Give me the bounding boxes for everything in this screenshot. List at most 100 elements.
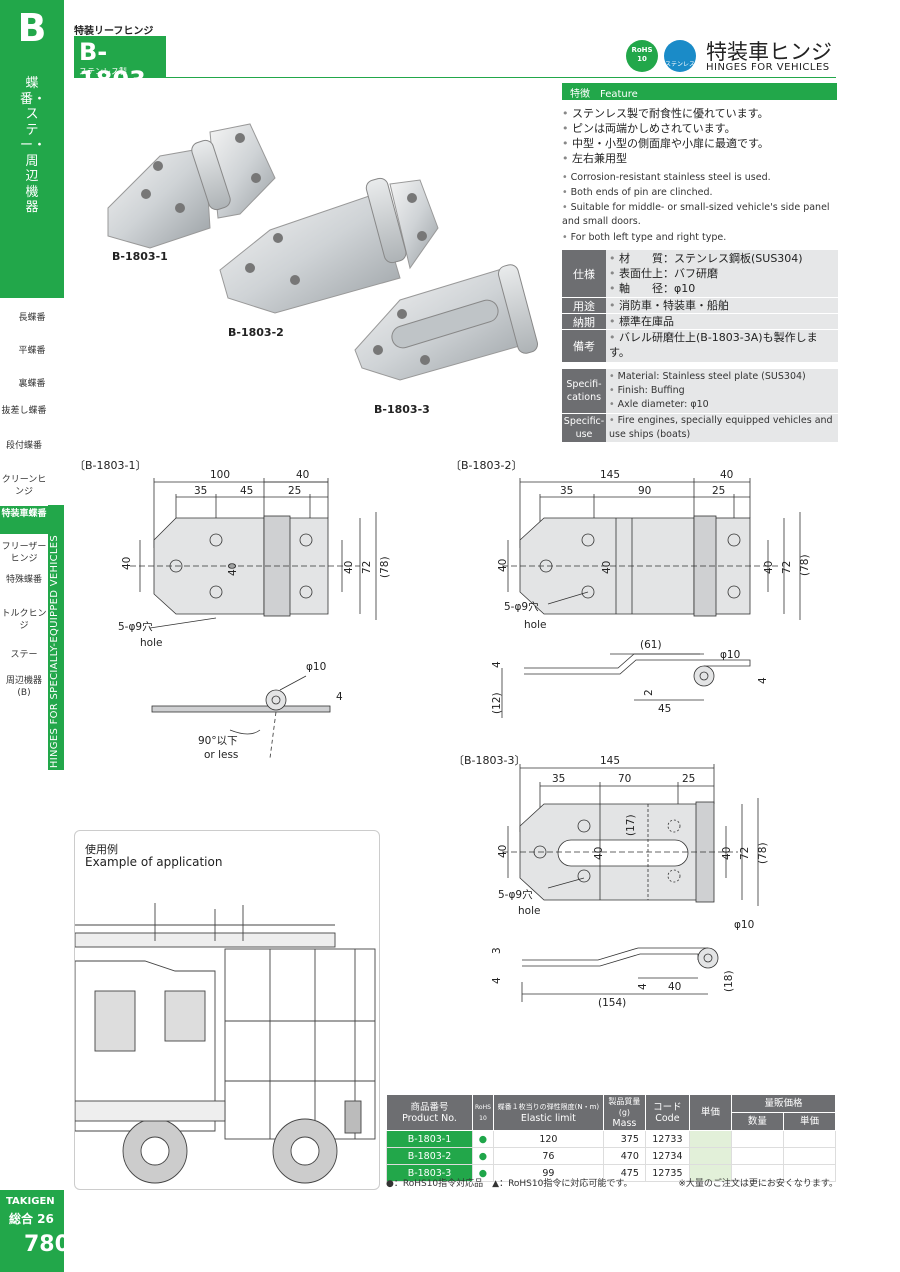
- hinge-3-photo: [354, 264, 539, 381]
- spec-values-en: • Material: Stainless steel plate (SUS30…: [606, 369, 838, 413]
- sidebar-item-long-hinge[interactable]: 長蝶番: [18, 313, 46, 323]
- hinge-2-photo: [219, 177, 439, 314]
- svg-text:35: 35: [194, 485, 207, 497]
- sidebar-item-flat-hinge[interactable]: 平蝶番: [18, 346, 46, 356]
- svg-text:2: 2: [643, 689, 655, 696]
- header-divider: [166, 77, 836, 78]
- svg-text:5-φ9穴: 5-φ9穴: [498, 888, 533, 901]
- svg-text:90: 90: [638, 485, 651, 497]
- product-photos: [107, 123, 539, 381]
- sidebar-item-peripherals[interactable]: 周辺機器(B): [5, 676, 42, 698]
- spec-label: 仕様: [562, 250, 606, 297]
- example-subtitle: Example of application: [85, 855, 223, 869]
- sidebar-item-vehicle-hinge[interactable]: 特装車蝶番: [0, 506, 48, 534]
- svg-text:(78): (78): [799, 554, 811, 576]
- svg-text:5-φ9穴: 5-φ9穴: [118, 620, 153, 633]
- feature-jp-2: • ピンは両端かしめされています。: [562, 122, 736, 135]
- svg-text:35: 35: [560, 485, 573, 497]
- svg-text:φ10: φ10: [720, 649, 740, 661]
- svg-text:4: 4: [491, 661, 503, 668]
- svg-text:hole: hole: [524, 619, 546, 631]
- svg-text:145: 145: [600, 469, 620, 481]
- svg-text:(78): (78): [379, 556, 391, 578]
- col-price: 単価: [688, 1094, 732, 1131]
- svg-text:hole: hole: [518, 905, 540, 917]
- sidebar-item-torque-hinge[interactable]: トルクヒンジ: [1, 609, 47, 631]
- drawing-1-title: 〔B-1803-1〕: [74, 459, 147, 472]
- svg-text:40: 40: [227, 563, 239, 576]
- table-footnote: ●：RoHS10指令対応品 ▲：RoHS10指令に対応可能です。 ※大量のご注文…: [386, 1179, 838, 1189]
- svg-text:(17): (17): [625, 814, 637, 836]
- drawing-3: 145 35 70 25 40 40 (17) 40 72 (78) 5-φ9穴…: [491, 755, 769, 1009]
- svg-text:φ10: φ10: [306, 661, 326, 673]
- usage-value: • 消防車・特装車・船舶: [606, 298, 838, 313]
- svg-text:(61): (61): [640, 639, 662, 651]
- sidebar-item-freezer-hinge[interactable]: フリーザーヒンジ: [1, 542, 47, 564]
- drawing-3-title: 〔B-1803-3〕: [453, 754, 526, 767]
- svg-text:25: 25: [682, 773, 695, 785]
- product-label-3: B-1803-3: [374, 403, 430, 416]
- sidebar-item-special-hinge[interactable]: 特殊蝶番: [5, 575, 42, 585]
- svg-text:or less: or less: [204, 749, 238, 761]
- catalog-number: 総合 26: [9, 1212, 54, 1226]
- page-number: 780: [24, 1232, 70, 1257]
- product-label-2: B-1803-2: [228, 326, 284, 339]
- col-unit: 単価: [782, 1112, 837, 1131]
- sidebar-item-stay[interactable]: ステー: [10, 650, 38, 660]
- svg-text:40: 40: [121, 557, 133, 570]
- sidebar-item-step-hinge[interactable]: 段付蝶番: [5, 441, 42, 451]
- table-row: B-1803-1 ● 120 375 12733: [386, 1130, 837, 1148]
- feature-en-3: • Suitable for middle- or small-sized ve…: [562, 202, 830, 227]
- page-title: 特装車ヒンジ: [706, 40, 832, 64]
- svg-text:(78): (78): [757, 842, 769, 864]
- svg-text:145: 145: [600, 755, 620, 767]
- svg-text:72: 72: [781, 561, 793, 574]
- sidebar-item-back-hinge[interactable]: 裏蝶番: [18, 379, 46, 389]
- model-number: B-1803: [79, 38, 146, 94]
- rohs-badge-icon: RoHS 10: [626, 40, 658, 72]
- brand-name: TAKIGEN: [6, 1196, 55, 1207]
- product-label-1: B-1803-1: [112, 250, 168, 263]
- delivery-label: 納期: [562, 314, 606, 329]
- svg-text:100: 100: [210, 469, 230, 481]
- table-row: B-1803-2 ● 76 470 12734: [386, 1147, 837, 1165]
- sidebar-item-lift-off-hinge[interactable]: 抜差し蝶番: [1, 406, 47, 416]
- svg-text:40: 40: [296, 469, 309, 481]
- spec-label-en: Specifi-cations: [562, 369, 606, 413]
- category-title: 蝶番・ステー・周辺機器: [20, 76, 47, 215]
- sidebar-item-clean-hinge[interactable]: クリーンヒンジ: [1, 475, 47, 497]
- svg-text:40: 40: [343, 561, 355, 574]
- svg-text:(18): (18): [723, 970, 735, 992]
- feature-jp-1: • ステンレス製で耐食性に優れています。: [562, 107, 769, 120]
- table-row: B-1803-3 ● 99 475 12735: [386, 1164, 837, 1182]
- col-rohs: RoHS 10: [472, 1094, 494, 1131]
- svg-text:45: 45: [240, 485, 253, 497]
- svg-text:hole: hole: [140, 637, 162, 649]
- application-example: 使用例 Example of application: [74, 830, 380, 1190]
- svg-text:25: 25: [712, 485, 725, 497]
- remarks-label: 備考: [562, 330, 606, 362]
- material-note: ステンレス製: [79, 67, 127, 76]
- col-bulk: 量販価格: [730, 1094, 837, 1113]
- svg-text:45: 45: [658, 703, 671, 715]
- svg-text:40: 40: [497, 559, 509, 572]
- drawing-1: 100 40 35 45 25 40 40 40 72 (78) 5-φ9穴 h…: [118, 469, 391, 761]
- feature-jp-4: • 左右兼用型: [562, 152, 627, 165]
- svg-text:(12): (12): [491, 692, 503, 714]
- usage-label-en: Specific-use: [562, 414, 606, 442]
- fire-truck-illustration: [75, 903, 376, 1184]
- spec-values: • 材 質：ステンレス鋼板(SUS304) • 表面仕上：バフ研磨 • 軸 径：…: [606, 250, 838, 297]
- svg-text:25: 25: [288, 485, 301, 497]
- usage-value-en: • Fire engines, specially equipped vehic…: [606, 414, 838, 442]
- drawing-2-title: 〔B-1803-2〕: [450, 459, 523, 472]
- section-letter: B: [17, 6, 47, 50]
- page-footer-block: TAKIGEN 総合 26 780: [0, 1190, 70, 1272]
- svg-text:40: 40: [721, 847, 733, 860]
- model-box: B-1803 ステンレス製: [74, 36, 166, 94]
- svg-text:72: 72: [361, 561, 373, 574]
- sidebar-category-block: B 蝶番・ステー・周辺機器: [0, 0, 64, 298]
- feature-en-1: • Corrosion-resistant stainless steel is…: [562, 172, 771, 183]
